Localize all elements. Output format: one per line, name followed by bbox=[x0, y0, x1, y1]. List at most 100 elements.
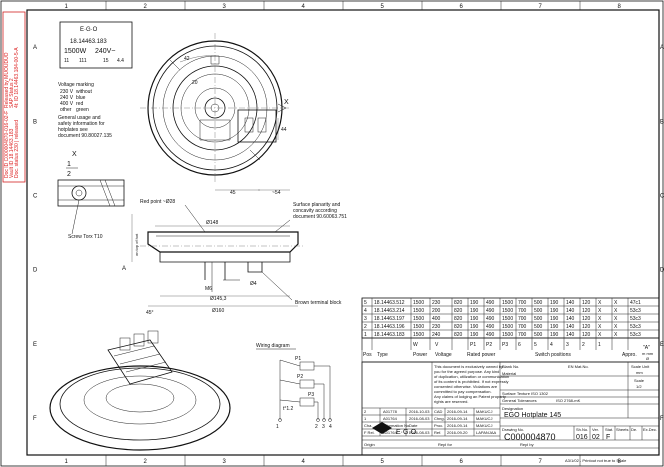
dim-angle45: 45° bbox=[146, 310, 154, 316]
view-x-marker: X bbox=[284, 99, 289, 106]
variant-cell: X bbox=[614, 332, 618, 338]
variant-unit: 1 bbox=[598, 342, 601, 348]
vm-c-3: red bbox=[76, 101, 83, 107]
variant-unit: 6 bbox=[518, 342, 521, 348]
vh-switch: Switch positions bbox=[535, 352, 571, 358]
detail-view-x: X 1 2 Screw Torx T10 bbox=[57, 151, 125, 240]
col-marker-bottom: 6 bbox=[460, 459, 464, 465]
wiring-p1: P1 bbox=[295, 356, 301, 362]
usage-line-2: safety information for bbox=[58, 121, 105, 127]
plate-code-2: 111 bbox=[79, 58, 87, 64]
tb-ver-label: Ver. bbox=[592, 427, 599, 432]
plate-part-number: 18.14463.183 bbox=[70, 39, 107, 45]
variant-cell: 190 bbox=[470, 316, 479, 322]
col-marker-top: 7 bbox=[539, 4, 543, 10]
col-marker-bottom: 4 bbox=[302, 459, 306, 465]
terminal-block-top bbox=[237, 109, 277, 143]
variant-unit: P2 bbox=[486, 342, 492, 348]
revision-cell: CAD bbox=[434, 409, 443, 414]
variant-cell: 700 bbox=[518, 316, 527, 322]
vm-v-3: 400 V bbox=[60, 101, 74, 107]
row-marker-right: C bbox=[660, 194, 664, 200]
variant-cell: 53c3 bbox=[630, 316, 641, 322]
tb-scale-label: Scale Unit bbox=[631, 364, 650, 369]
vh-voltage: Voltage bbox=[435, 352, 452, 358]
col-marker-top: 8 bbox=[618, 4, 622, 10]
revision-cell: A01764 bbox=[383, 416, 398, 421]
vm-c-1: without bbox=[76, 89, 92, 95]
plate-power: 1500W bbox=[64, 48, 87, 55]
variant-cell: 1500 bbox=[502, 300, 513, 306]
variant-cell: 1500 bbox=[413, 316, 424, 322]
wiring-t2: 2 bbox=[315, 424, 318, 430]
variant-cell: 500 bbox=[534, 316, 543, 322]
wiring-thermo: t°1.2 bbox=[283, 406, 294, 412]
variant-cell: 140 bbox=[566, 332, 575, 338]
label-plate: E·G·O 18.14463.183 1500W 240V~ 11 111 15… bbox=[59, 21, 133, 69]
variant-cell: X bbox=[614, 300, 618, 306]
notice-line: committed to pay compensation. bbox=[434, 389, 492, 394]
variant-cell: 190 bbox=[550, 332, 559, 338]
row-marker-right: F bbox=[660, 416, 664, 422]
section-a-label: A bbox=[122, 266, 126, 272]
variant-cell: 1500 bbox=[413, 300, 424, 306]
dim-top-of-hot: on top of hot bbox=[134, 233, 139, 256]
col-marker-top: 2 bbox=[144, 4, 148, 10]
vm-v-1: 230 V bbox=[60, 89, 74, 95]
variant-cell: X bbox=[598, 332, 602, 338]
wiring-t3: 3 bbox=[322, 424, 325, 430]
wiring-diagram: Wiring diagram P1 P2 P3 1 2 3 4 t°1.2 bbox=[256, 343, 332, 430]
variant-cell: 2 bbox=[364, 324, 367, 330]
screw-callout: Screw Torx T10 bbox=[68, 234, 103, 240]
tb-designation: EGO Hotplate 145 bbox=[504, 412, 561, 419]
variant-unit: 4 bbox=[550, 342, 553, 348]
tb-stat-label: Stat. bbox=[605, 427, 613, 432]
wiring-t4: 4 bbox=[329, 424, 332, 430]
usage-line-4: document 90.80027.135 bbox=[58, 133, 112, 139]
dim-d4: Ø4 bbox=[250, 281, 257, 287]
dim-42: 42 bbox=[184, 56, 190, 62]
revision-cell: 2016-10-03 bbox=[409, 409, 430, 414]
variant-cell: 190 bbox=[470, 324, 479, 330]
variant-cell: 3 bbox=[364, 316, 367, 322]
tb-stat: F bbox=[606, 434, 610, 441]
variant-cell: 1500 bbox=[413, 324, 424, 330]
revision-cell: 2 bbox=[364, 409, 367, 414]
col-marker-top: 3 bbox=[223, 4, 227, 10]
plate-code-1: 11 bbox=[64, 58, 69, 64]
revision-cell: Ref. bbox=[434, 430, 441, 435]
variant-cell: 5 bbox=[364, 300, 367, 306]
revision-cell: LAPANJAA bbox=[476, 430, 496, 435]
revision-cell: Cha. bbox=[364, 423, 372, 428]
tb-repl-by: Repl by bbox=[520, 442, 534, 447]
variant-cell: 400 bbox=[432, 316, 441, 322]
variant-cell: 47c1 bbox=[630, 300, 641, 306]
variant-cell: 53c3 bbox=[630, 332, 641, 338]
note-a3: Ø bbox=[646, 356, 649, 361]
variant-cell: 1 bbox=[364, 332, 367, 338]
revision-cell: Proc. bbox=[434, 423, 443, 428]
vm-c-2: blue bbox=[76, 95, 86, 101]
side-stamp: Doc ID C000004870-016-02-F Vault ID 18.1… bbox=[4, 47, 20, 178]
variant-cell: 820 bbox=[454, 324, 463, 330]
variant-cell: X bbox=[614, 308, 618, 314]
variant-cell: 53c3 bbox=[630, 324, 641, 330]
variant-cell: 230 bbox=[432, 300, 441, 306]
col-marker-bottom: 5 bbox=[381, 459, 385, 465]
note-a2: m mm bbox=[642, 351, 654, 356]
variant-cell: 230 bbox=[432, 324, 441, 330]
variant-cell: 500 bbox=[534, 308, 543, 314]
variant-cell: 190 bbox=[550, 308, 559, 314]
variant-cell: 700 bbox=[518, 324, 527, 330]
notice-line: you for the agreed purpose. Any kind bbox=[434, 369, 499, 374]
variant-cell: X bbox=[598, 308, 602, 314]
variant-cell: 120 bbox=[582, 324, 591, 330]
variant-cell: 190 bbox=[470, 308, 479, 314]
dim-45: 45 bbox=[230, 190, 236, 196]
variant-cell: 700 bbox=[518, 300, 527, 306]
tb-repl-for: Repl for bbox=[438, 442, 453, 447]
